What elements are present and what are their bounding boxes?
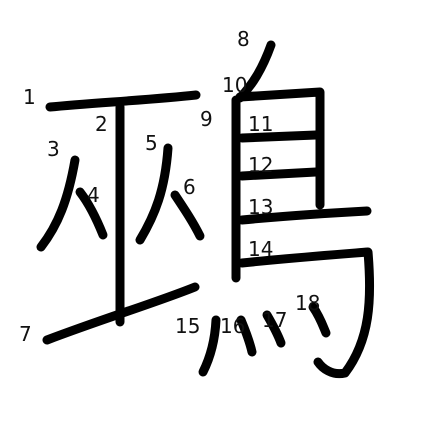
stroke-number-17: 17 (262, 308, 287, 332)
stroke-number-9: 9 (200, 107, 213, 131)
stroke-3 (36, 155, 80, 252)
stroke-number-1: 1 (23, 85, 36, 109)
stroke-number-8: 8 (237, 27, 250, 51)
stroke-17 (262, 310, 286, 348)
stroke-13 (237, 206, 372, 225)
stroke-number-2: 2 (95, 112, 108, 136)
stroke-4 (75, 187, 108, 240)
stroke-number-5: 5 (145, 131, 158, 155)
stroke-number-4: 4 (87, 183, 100, 207)
stroke-number-10: 10 (222, 73, 247, 97)
stroke-number-15: 15 (175, 314, 200, 338)
stroke-number-11: 11 (248, 112, 273, 136)
stroke-11 (237, 130, 321, 143)
stroke-5 (135, 143, 173, 245)
stroke-number-16: 16 (220, 314, 245, 338)
stroke-16 (236, 315, 257, 357)
stroke-number-18: 18 (295, 291, 320, 315)
stroke-1 (45, 90, 201, 112)
stroke-number-3: 3 (47, 137, 60, 161)
stroke-7 (42, 282, 200, 345)
stroke-number-12: 12 (248, 153, 273, 177)
stroke-14 (237, 247, 375, 379)
stroke-12 (237, 167, 321, 181)
stroke-number-7: 7 (19, 322, 32, 346)
stroke-number-6: 6 (183, 175, 196, 199)
stroke-10 (235, 87, 325, 210)
stroke-number-14: 14 (248, 237, 273, 261)
stroke-18 (308, 302, 331, 338)
stroke-number-13: 13 (248, 195, 273, 219)
stroke-6 (170, 190, 205, 241)
stroke-15 (198, 315, 221, 377)
